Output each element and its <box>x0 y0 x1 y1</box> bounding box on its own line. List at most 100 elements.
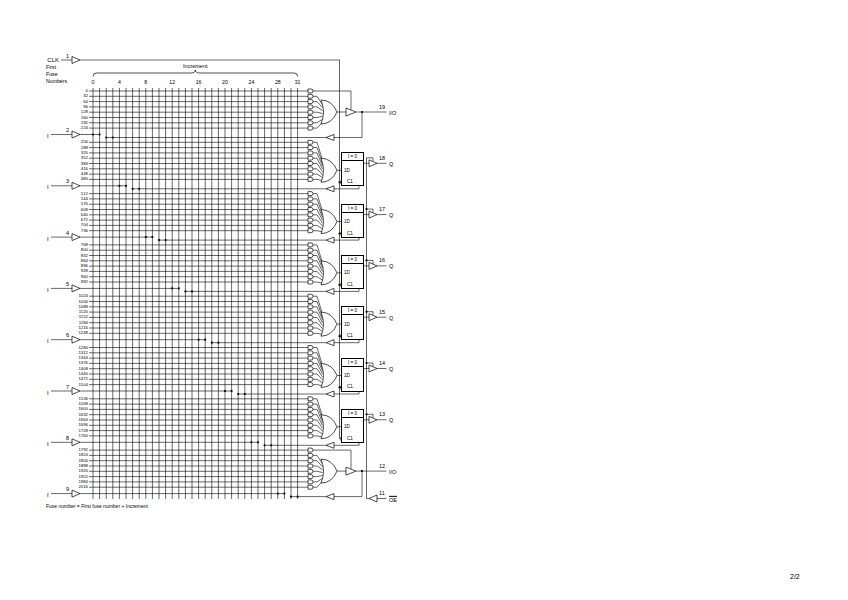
wire <box>51 442 72 443</box>
wire <box>313 323 323 329</box>
fuse-dot <box>112 136 114 138</box>
pin-name: CLK <box>47 57 59 64</box>
product-line <box>89 163 308 164</box>
product-line <box>89 106 308 107</box>
wire <box>313 333 323 334</box>
increment-number: 8 <box>144 80 147 86</box>
output-buffer <box>369 160 377 167</box>
and-gate <box>308 429 313 433</box>
and-gate <box>308 402 313 406</box>
product-line <box>89 193 308 194</box>
input-column <box>258 88 259 499</box>
wire <box>313 328 323 331</box>
product-line <box>89 260 308 261</box>
fuse-dot <box>297 496 299 498</box>
product-line <box>89 312 308 313</box>
pin-name: Q <box>389 366 393 372</box>
data-input-label: 1D <box>342 424 363 429</box>
tristate-buffer <box>346 108 356 116</box>
input-buffer <box>72 439 80 446</box>
wire <box>337 471 346 472</box>
fuse-dot <box>270 444 272 446</box>
and-gate <box>308 407 313 411</box>
input-buffer <box>72 131 80 138</box>
feedback-line <box>334 340 359 343</box>
product-line <box>89 128 308 129</box>
fuse-number: 864 <box>81 258 88 263</box>
product-line <box>89 198 308 199</box>
input-column <box>139 88 140 499</box>
flip-flop-box: I = 01DC1 <box>341 152 364 186</box>
fuse-number: 1920 <box>78 469 88 474</box>
and-gate <box>308 434 313 438</box>
input-column <box>178 88 179 499</box>
input-column <box>238 88 239 499</box>
fuse-number: 1760 <box>78 433 88 438</box>
and-gate <box>308 275 313 279</box>
fuse-number: 1440 <box>78 372 88 377</box>
fuse-number: 544 <box>81 196 88 201</box>
fuse-number: 448 <box>81 172 88 177</box>
fuse-dot <box>145 236 147 238</box>
and-gate <box>308 208 313 212</box>
fuse-dot <box>151 236 153 238</box>
and-gate <box>308 294 313 298</box>
fuse-number: 896 <box>81 264 88 269</box>
pin-name: Q <box>389 212 393 218</box>
fuse-number: 1088 <box>78 304 88 309</box>
output-buffer <box>369 365 377 372</box>
wire <box>313 225 323 228</box>
fuse-dot <box>118 185 120 187</box>
and-gate <box>308 146 313 150</box>
input-column <box>218 88 219 499</box>
product-line <box>89 220 308 221</box>
output-buffer <box>369 262 377 269</box>
output-line <box>377 265 387 266</box>
and-gate <box>308 475 313 479</box>
and-gate <box>308 423 313 427</box>
product-line <box>89 204 308 205</box>
product-line <box>89 117 308 118</box>
pin-name: I <box>47 286 49 293</box>
product-line <box>89 328 308 329</box>
fuse-number: 96 <box>83 104 88 109</box>
input-column <box>291 88 292 499</box>
input-column <box>271 88 272 499</box>
product-line <box>89 230 308 231</box>
and-gate <box>308 485 313 489</box>
wire <box>51 339 72 340</box>
input-line <box>80 391 232 392</box>
fuse-number: 192 <box>81 120 88 125</box>
product-line <box>89 152 308 153</box>
product-line <box>89 255 308 256</box>
feedback-line <box>334 112 362 138</box>
pin-number: 13 <box>379 411 385 417</box>
fuse-number: 0 <box>86 89 88 94</box>
product-line <box>89 352 308 353</box>
product-line <box>89 301 308 302</box>
increment-number: 20 <box>222 80 228 86</box>
input-line <box>80 288 179 289</box>
feedback-buffer <box>326 442 334 448</box>
product-line <box>89 430 308 431</box>
and-gate <box>308 243 313 247</box>
wire <box>313 436 323 437</box>
input-column <box>119 88 120 499</box>
product-line <box>89 244 308 245</box>
clock-input-label: C1 <box>342 179 363 185</box>
flip-flop-box: I = 01DC1 <box>341 255 364 289</box>
pin-number: 16 <box>379 257 385 263</box>
increment-brace <box>93 70 298 77</box>
wire <box>51 493 72 494</box>
wire <box>313 296 323 314</box>
fuse-number: 736 <box>81 228 88 233</box>
fuse-dot <box>198 339 200 341</box>
feedback-line <box>265 445 326 446</box>
fuse-number: 1792 <box>78 448 88 453</box>
and-gate <box>308 151 313 155</box>
fuse-number: 608 <box>81 207 88 212</box>
and-gate <box>308 167 313 171</box>
fuse-number: 992 <box>81 280 88 285</box>
input-column <box>126 88 127 499</box>
